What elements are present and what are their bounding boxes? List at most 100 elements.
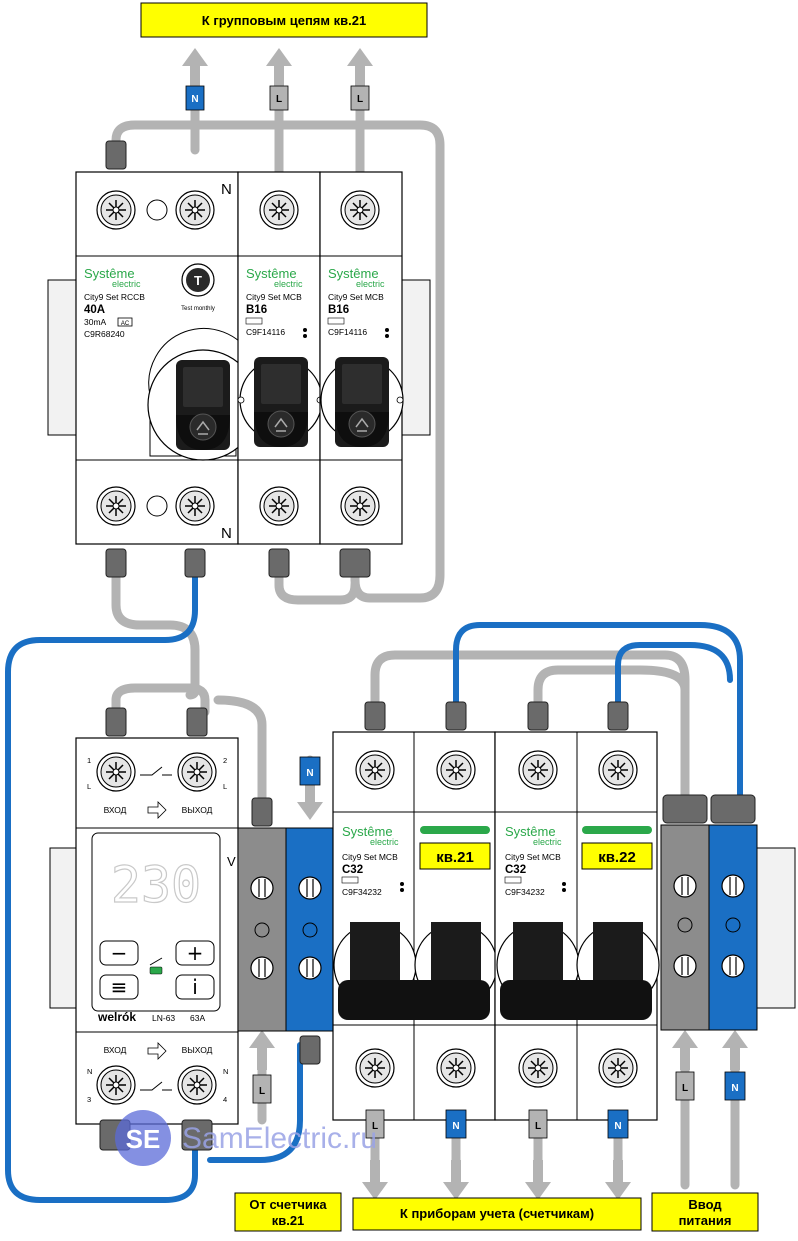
relay-term-3: 3	[87, 1095, 91, 1104]
upper-ferrules	[105, 140, 371, 578]
relay-output-bottom: ВЫХОД	[182, 1045, 213, 1055]
mcb1-rating: B16	[246, 304, 267, 316]
mcb-c32-kv21: Systême electric City9 Set MCB C32 C9F34…	[332, 731, 498, 1121]
rccb-code: C9R68240	[84, 329, 125, 339]
arrow-down-3	[525, 1160, 551, 1200]
mcb2-screw-bottom	[340, 486, 380, 526]
mcb-kv22-label: кв.22	[598, 849, 636, 866]
watermark: SE SamElectric.ru	[115, 1110, 377, 1166]
mcb2-brand-sub: electric	[356, 279, 385, 289]
rccb-type-badge: AC	[121, 321, 130, 327]
mcb1-screw-top	[259, 190, 299, 230]
relay-screw-1	[96, 752, 136, 792]
relay-screw-3	[96, 1065, 136, 1105]
mcb5-model: City9 Set MCB	[505, 852, 561, 862]
watermark-text: SamElectric.ru	[182, 1122, 377, 1155]
bottom-labels: От счетчика кв.21 К приборам учета (счет…	[234, 1192, 759, 1232]
arrow-up-n	[182, 48, 208, 88]
wire-n-top-loop-1	[453, 622, 743, 803]
voltage-relay: 1 L 2 L ВХОД ВЫХОД 230 V − + ≡ i welrók …	[75, 737, 239, 1125]
relay-minus-button[interactable]	[99, 940, 139, 966]
relay-term-2: 2	[223, 756, 227, 765]
wire-rccb-to-relay-l	[111, 563, 200, 700]
rccb-screw-top-l	[96, 190, 136, 230]
rccb-sensitivity: 30mA	[84, 317, 107, 327]
label-to-meters: К приборам учета (счетчикам)	[400, 1206, 594, 1221]
mcb-b16-2: Systême electric City9 Set MCB B16 C9F14…	[319, 171, 404, 545]
wires	[5, 90, 743, 1203]
bottom-wire-tags: L L N L N L N	[252, 1071, 746, 1139]
label-from-meter-line1: От счетчика	[249, 1197, 327, 1212]
relay-input-bottom: ВХОД	[104, 1045, 127, 1055]
relay-model: LN-63	[152, 1013, 175, 1023]
mcb5-code: C9F34232	[505, 887, 545, 897]
mcb5-brand-sub: electric	[533, 837, 562, 847]
wire-rccb-top-loop	[111, 120, 445, 603]
relay-menu-button[interactable]	[99, 974, 139, 1000]
relay-plus-button[interactable]	[175, 940, 215, 966]
label-power-in-line1: Ввод	[688, 1197, 722, 1212]
rccb-brand-sub: electric	[112, 279, 141, 289]
mcb5-brand: Systême	[505, 824, 556, 839]
relay-term-1: 1	[87, 756, 91, 765]
arrow-down-4	[605, 1160, 631, 1200]
watermark-logo: SE	[126, 1124, 161, 1154]
tag-in-l: L	[682, 1083, 688, 1094]
arrow-down-block-n	[297, 780, 323, 820]
wire-n-top-loop-2	[615, 642, 733, 708]
relay-menu-label: ≡	[111, 975, 128, 999]
mcb2-handle[interactable]	[334, 356, 390, 448]
lower-din-rail	[49, 847, 796, 1009]
tag-in-n: N	[731, 1083, 738, 1094]
relay-display-unit: V	[227, 854, 236, 869]
wire-rccb-to-block-n	[5, 565, 198, 1203]
mcb3-code: C9F34232	[342, 887, 382, 897]
relay-screw-2	[177, 752, 217, 792]
rccb-screw-bottom-l	[96, 486, 136, 526]
relay-n-3: N	[87, 1067, 92, 1076]
relay-l-2: L	[223, 782, 227, 791]
mcb3-brand-sub: electric	[370, 837, 399, 847]
tag-out-2: N	[452, 1121, 459, 1132]
mcb-kv22-handle[interactable]	[500, 980, 652, 1020]
arrow-up-meter-l	[249, 1030, 275, 1070]
relay-l-1: L	[87, 782, 91, 791]
rccb-handle[interactable]	[175, 359, 231, 451]
rccb-screw-bottom-n	[175, 486, 215, 526]
arrow-up-l2	[347, 48, 373, 88]
mcb3-model: City9 Set MCB	[342, 852, 398, 862]
relay-n-4: N	[223, 1067, 228, 1076]
arrow-down-2	[443, 1160, 469, 1200]
tag-block-n: N	[306, 768, 313, 779]
rccb: N N Systême electric City9 Set RCCB 40A …	[75, 171, 260, 545]
relay-info-button[interactable]	[175, 974, 215, 1000]
relay-display: 230	[111, 856, 201, 914]
relay-minus-label: −	[111, 941, 128, 965]
wire-mcb5-top-loop	[533, 665, 690, 710]
mcb2-code: C9F14116	[328, 327, 367, 337]
mcb-c32-kv22: Systême electric City9 Set MCB C32 C9F34…	[494, 731, 660, 1121]
tag-out-4: N	[614, 1121, 621, 1132]
terminal-block-right	[660, 794, 758, 1031]
label-power-in-line2: питания	[679, 1213, 732, 1228]
rccb-test-button-label: T	[194, 273, 202, 288]
wire-mcb1-bottom-loop	[274, 563, 360, 605]
tag-out-3: L	[535, 1121, 541, 1132]
top-wire-tags: N L L	[185, 85, 370, 111]
tag-out-1: L	[372, 1121, 378, 1132]
arrow-down-1	[362, 1160, 388, 1200]
relay-brand: welrók	[97, 1010, 136, 1024]
rccb-rating: 40A	[84, 304, 105, 316]
mcb2-screw-top	[340, 190, 380, 230]
mcb-ferrules	[364, 701, 629, 731]
tag-top-n: N	[191, 94, 198, 105]
mcb1-brand: Systême	[246, 266, 297, 281]
arrow-up-l1	[266, 48, 292, 88]
mcb-kv21-handle[interactable]	[338, 980, 490, 1020]
relay-term-4: 4	[223, 1095, 227, 1104]
relay-status-led	[149, 966, 163, 975]
mcb1-handle[interactable]	[253, 356, 309, 448]
wire-mcb3-top-loop	[370, 650, 690, 805]
relay-screw-4	[177, 1065, 217, 1105]
